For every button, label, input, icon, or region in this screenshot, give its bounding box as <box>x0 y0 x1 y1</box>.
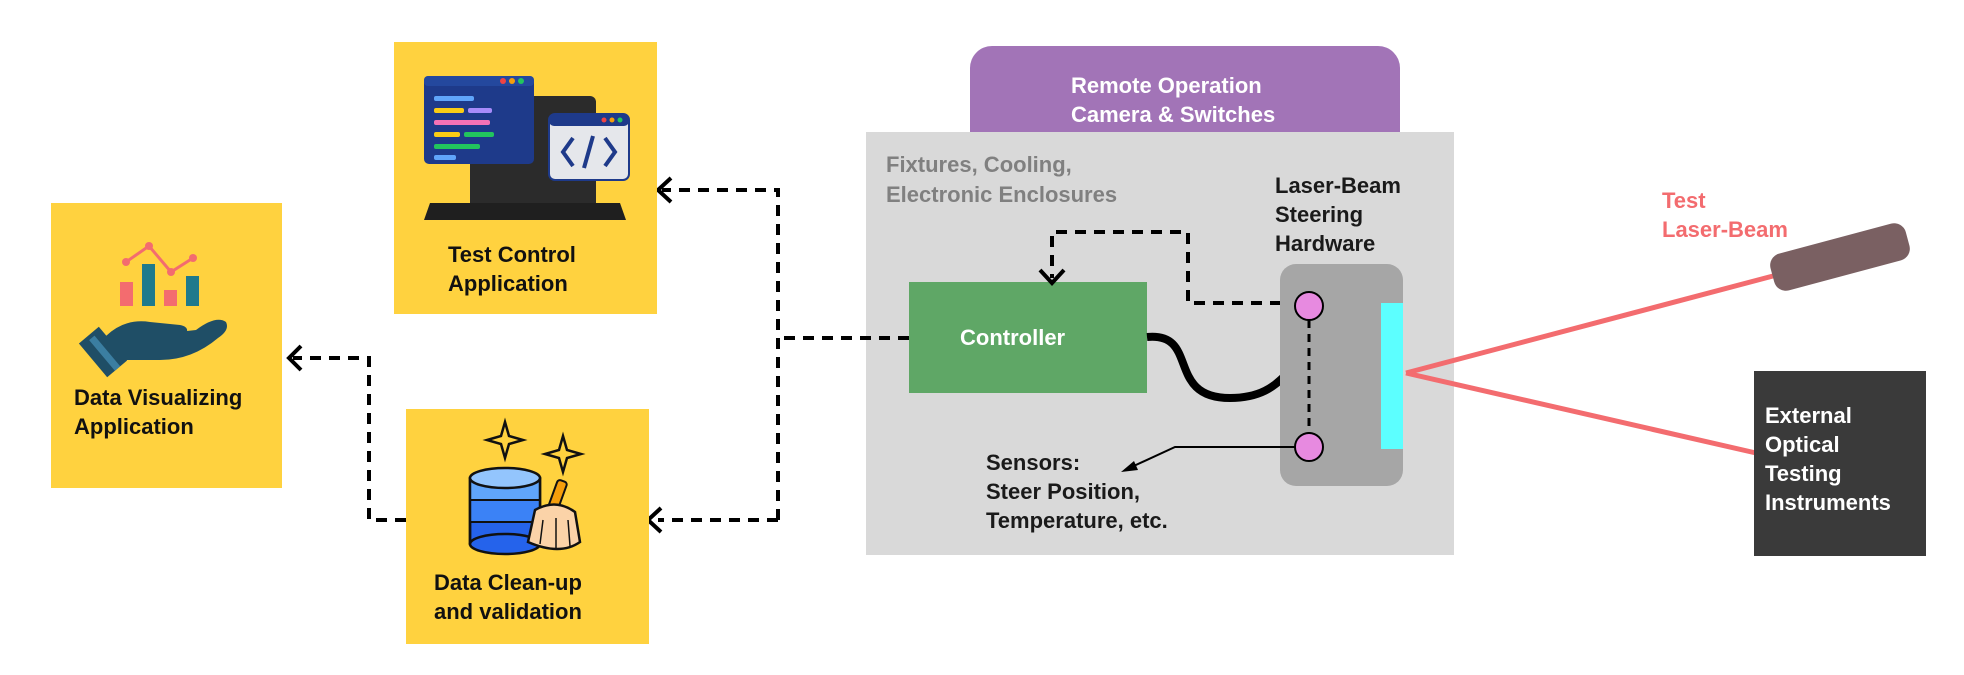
control-cable <box>1146 332 1295 403</box>
sensors-label: Sensors: Steer Position, Temperature, et… <box>986 450 1168 533</box>
sensor-connector <box>1124 446 1295 471</box>
data-visualizing-label: Data Visualizing Application <box>74 385 248 439</box>
to-data-visualizing-connector <box>293 356 406 522</box>
to-test-control-connector <box>662 188 780 520</box>
data-cleanup-label: Data Clean-up and validation <box>434 570 588 624</box>
steer-pin-bottom <box>1294 432 1324 462</box>
laser-source <box>1770 223 1910 291</box>
data-visualizing-arrowhead <box>286 344 303 372</box>
hand-chart-icon <box>78 242 227 378</box>
steer-pin-top <box>1294 291 1324 321</box>
sensor-arrowhead <box>1121 461 1138 472</box>
laser-beam-incoming <box>1405 273 1774 376</box>
test-control-label: Test Control Application <box>448 242 582 296</box>
external-instruments-box <box>1754 371 1926 556</box>
laser-beam-reflected <box>1405 370 1757 456</box>
database-broom-icon <box>468 417 586 556</box>
controller-box <box>909 282 1147 393</box>
steering-mirror <box>1381 303 1403 449</box>
remote-operation-tab <box>970 46 1400 156</box>
remote-operation-label: Remote Operation Camera & Switches <box>1071 73 1275 127</box>
steering-hardware-label: Laser-Beam Steering Hardware <box>1275 173 1407 256</box>
controller-label: Controller <box>960 325 1066 350</box>
external-instruments-label: External Optical Testing Instruments <box>1765 403 1891 515</box>
test-control-arrowhead <box>655 176 673 204</box>
test-laser-label: Test Laser-Beam <box>1662 188 1788 242</box>
controller-feedback-arrowhead <box>1038 268 1066 286</box>
laptop-code-icon <box>424 76 630 220</box>
enclosure-label: Fixtures, Cooling, Electronic Enclosures <box>886 152 1117 207</box>
